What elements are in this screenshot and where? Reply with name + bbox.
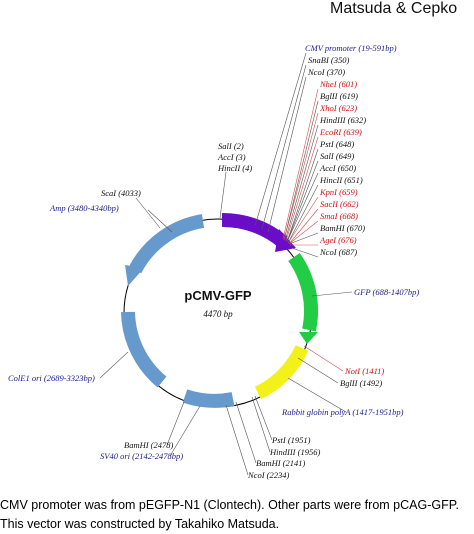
restriction-site-label: PstI (648) xyxy=(319,139,354,149)
restriction-site-label: SmaI (668) xyxy=(320,211,358,221)
restriction-site-label: SalI (649) xyxy=(320,151,354,161)
restriction-site-label: BglII (619) xyxy=(320,91,358,101)
figure-caption: CMV promoter was from pEGFP-N1 (Clontech… xyxy=(0,496,474,534)
site-scai-4033: ScaI (4033) xyxy=(101,188,141,198)
site-bamhi-2478: BamHI (2478) xyxy=(124,440,174,450)
restriction-site-label: BamHI (670) xyxy=(320,223,365,233)
restriction-site-label: AccI (650) xyxy=(319,163,356,173)
caption-line-2: This vector was constructed by Takahiko … xyxy=(0,517,280,531)
site-psti-1951: PstI (1951) xyxy=(271,435,311,445)
restriction-site-label: AgeI (676) xyxy=(319,235,357,245)
feature-cmv-promoter-label: CMV promoter (19-591bp) xyxy=(305,43,397,53)
site-hindiii-1956: HindIII (1956) xyxy=(269,447,320,457)
restriction-site-label: HincII (651) xyxy=(319,175,363,185)
author-credit: Matsuda & Cepko xyxy=(330,0,458,17)
cmv-promoter-arrowhead xyxy=(275,229,296,252)
feature-amp-label: Amp (3480-4340bp) xyxy=(49,203,119,213)
feature-rabbit-globin-polya-label: Rabbit globin polyA (1417-1951bp) xyxy=(281,407,404,417)
restriction-site-label: KpnI (659) xyxy=(319,187,358,197)
amp-arrowhead xyxy=(125,265,144,286)
restriction-site-label: SnaBI (350) xyxy=(308,55,349,65)
feature-colei-ori-label: ColE1 ori (2689-3323bp) xyxy=(8,373,95,383)
site-noti-1411: NotI (1411) xyxy=(344,366,384,376)
cmv-promoter-arc xyxy=(221,212,288,248)
restriction-site-label: SacII (662) xyxy=(320,199,359,209)
restriction-site-label: NheI (601) xyxy=(319,79,357,89)
gfp-arc xyxy=(288,252,318,332)
restriction-site-label: XhoI (623) xyxy=(319,103,357,113)
restriction-site-label: NcoI (687) xyxy=(319,247,357,257)
caption-line-1: CMV promoter was from pEGFP-N1 (Clontech… xyxy=(0,498,459,512)
feature-gfp-label: GFP (688-1407bp) xyxy=(354,287,419,297)
plasmid-name: pCMV-GFP xyxy=(184,288,251,303)
restriction-site-label: HindIII (632) xyxy=(319,115,366,125)
colei-ori-arc xyxy=(121,311,167,388)
sv40-ori-arc xyxy=(182,389,235,408)
site-acci-3: AccI (3) xyxy=(217,152,246,162)
site-sali-2: SalI (2) xyxy=(218,141,244,151)
rabbit-globin-polya-arc xyxy=(254,344,309,400)
restriction-site-label: NcoI (370) xyxy=(307,67,345,77)
site-bamhi-2141: BamHI (2141) xyxy=(256,458,306,468)
gfp-arrowhead xyxy=(299,332,318,344)
feature-sv40-ori-label: SV40 ori (2142-2478bp) xyxy=(100,451,183,461)
restriction-site-cluster: SnaBI (350) NcoI (370) NheI (601) BglII (61… xyxy=(307,55,366,257)
site-hincii-4: HincII (4) xyxy=(217,163,252,173)
site-bglii-1492: BglII (1492) xyxy=(340,378,382,388)
amp-arc xyxy=(128,214,205,274)
plasmid-size: 4470 bp xyxy=(203,309,233,319)
restriction-site-label: EcoRI (639) xyxy=(319,127,362,137)
site-ncoi-2234: NcoI (2234) xyxy=(247,470,289,480)
leader-lines xyxy=(99,52,353,476)
